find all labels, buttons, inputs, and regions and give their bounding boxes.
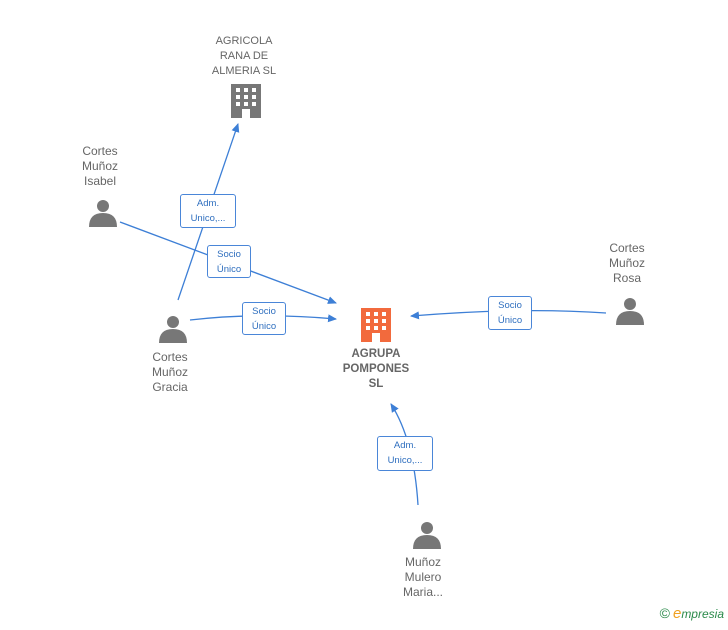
person-icon[interactable] (89, 200, 117, 227)
company-label-agricola[interactable]: AGRICOLA RANA DE ALMERIA SL (211, 35, 277, 77)
brand-name: mpresia (681, 607, 724, 621)
person-label-rosa[interactable]: Cortes Muñoz Rosa (608, 241, 646, 285)
building-icon[interactable] (361, 308, 391, 342)
person-label-maria[interactable]: Muñoz Mulero Maria... (402, 555, 443, 599)
company-label-agrupa[interactable]: AGRUPA POMPONES SL (342, 348, 410, 390)
brand-initial: e (672, 605, 682, 622)
relation-label-gracia-agrupa[interactable]: Socio Único (242, 302, 286, 335)
person-icon[interactable] (413, 522, 441, 549)
person-icon[interactable] (159, 316, 187, 343)
relation-label-rosa-agrupa[interactable]: Socio Único (488, 296, 532, 330)
relation-label-gracia-agricola[interactable]: Adm. Unico,... (180, 194, 236, 228)
person-icon[interactable] (616, 298, 644, 325)
copyright-symbol: © (659, 605, 670, 621)
relation-label-isabel-agrupa[interactable]: Socio Único (207, 245, 251, 278)
brand-logo[interactable]: ©empresia (660, 605, 724, 622)
person-label-isabel[interactable]: Cortes Muñoz Isabel (81, 144, 119, 188)
person-label-gracia[interactable]: Cortes Muñoz Gracia (151, 350, 189, 394)
relation-label-maria-agrupa[interactable]: Adm. Unico,... (377, 436, 433, 471)
building-icon[interactable] (231, 84, 261, 118)
